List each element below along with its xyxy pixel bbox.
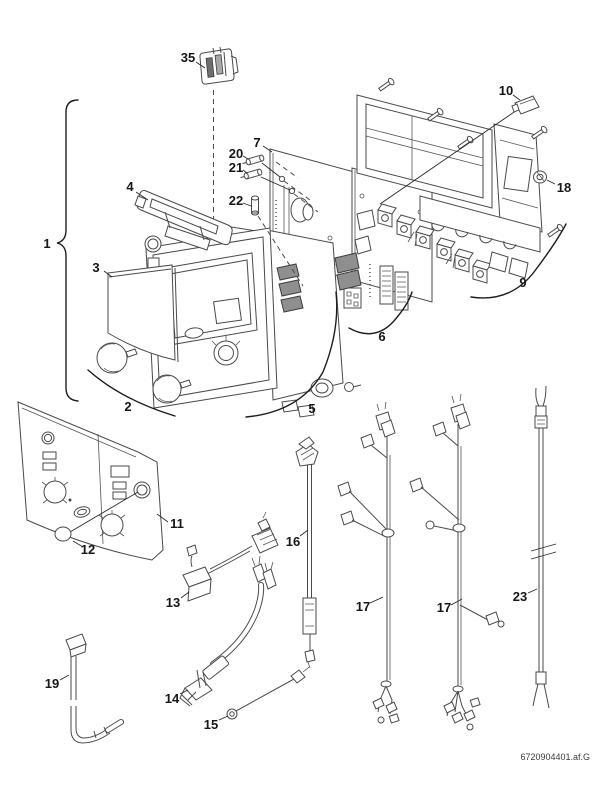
callout-22: 22 <box>229 193 243 208</box>
part-17-harness-a <box>337 401 400 724</box>
screws <box>378 77 564 238</box>
part-16-cable <box>295 436 319 669</box>
callout-4: 4 <box>126 179 134 194</box>
callout-21: 21 <box>229 160 243 175</box>
part-4-bracket <box>134 190 233 251</box>
callout-14: 14 <box>165 691 180 706</box>
part-17-harness-b <box>409 393 505 731</box>
terminal-blocks <box>377 203 492 284</box>
callout-17a: 17 <box>356 599 370 614</box>
callout-18: 18 <box>557 180 571 195</box>
brace-5 <box>245 291 338 418</box>
brace-9 <box>470 223 567 299</box>
callout-12: 12 <box>81 542 95 557</box>
callout-9: 9 <box>519 275 526 290</box>
callout-35: 35 <box>181 50 195 65</box>
callout-10: 10 <box>499 83 513 98</box>
part-19-probe <box>65 633 124 744</box>
callout-11: 11 <box>170 516 184 531</box>
callout-leaders <box>59 61 556 721</box>
callout-23: 23 <box>513 589 527 604</box>
callout-17b: 17 <box>437 600 451 615</box>
callout-6: 6 <box>378 329 385 344</box>
callout-1: 1 <box>43 236 50 251</box>
part-10-connector <box>379 95 540 205</box>
part-22-pin <box>251 195 304 287</box>
callout-20: 20 <box>229 146 243 161</box>
part-13-cable <box>182 511 279 602</box>
part-35-clip <box>199 46 239 85</box>
callout-15: 15 <box>204 717 218 732</box>
callout-labels: 1 2 3 4 5 6 7 9 10 11 12 13 14 15 16 17 … <box>43 50 571 732</box>
callout-13: 13 <box>166 595 180 610</box>
part-18-grommet <box>533 170 547 184</box>
callout-16: 16 <box>286 534 300 549</box>
brace-1 <box>56 99 79 402</box>
callout-2: 2 <box>124 399 131 414</box>
brace-2 <box>87 369 176 417</box>
callout-19: 19 <box>45 676 59 691</box>
brace-6 <box>348 291 413 335</box>
document-code: 6720904401.af.G <box>520 752 590 762</box>
part-15-wire <box>226 666 310 720</box>
callout-3: 3 <box>92 260 99 275</box>
callout-7: 7 <box>253 135 260 150</box>
part-9-chassis <box>356 94 543 279</box>
part-11-front-panel <box>17 401 164 561</box>
part-12-cap <box>54 491 139 542</box>
callout-5: 5 <box>308 401 315 416</box>
part-3-display-panel <box>107 264 179 363</box>
part-21-fuse <box>240 168 319 213</box>
part-14-sensor <box>179 555 277 707</box>
part-20-fuse <box>242 154 311 201</box>
part-2-knobs <box>96 342 192 404</box>
part-23-cable <box>530 385 557 709</box>
